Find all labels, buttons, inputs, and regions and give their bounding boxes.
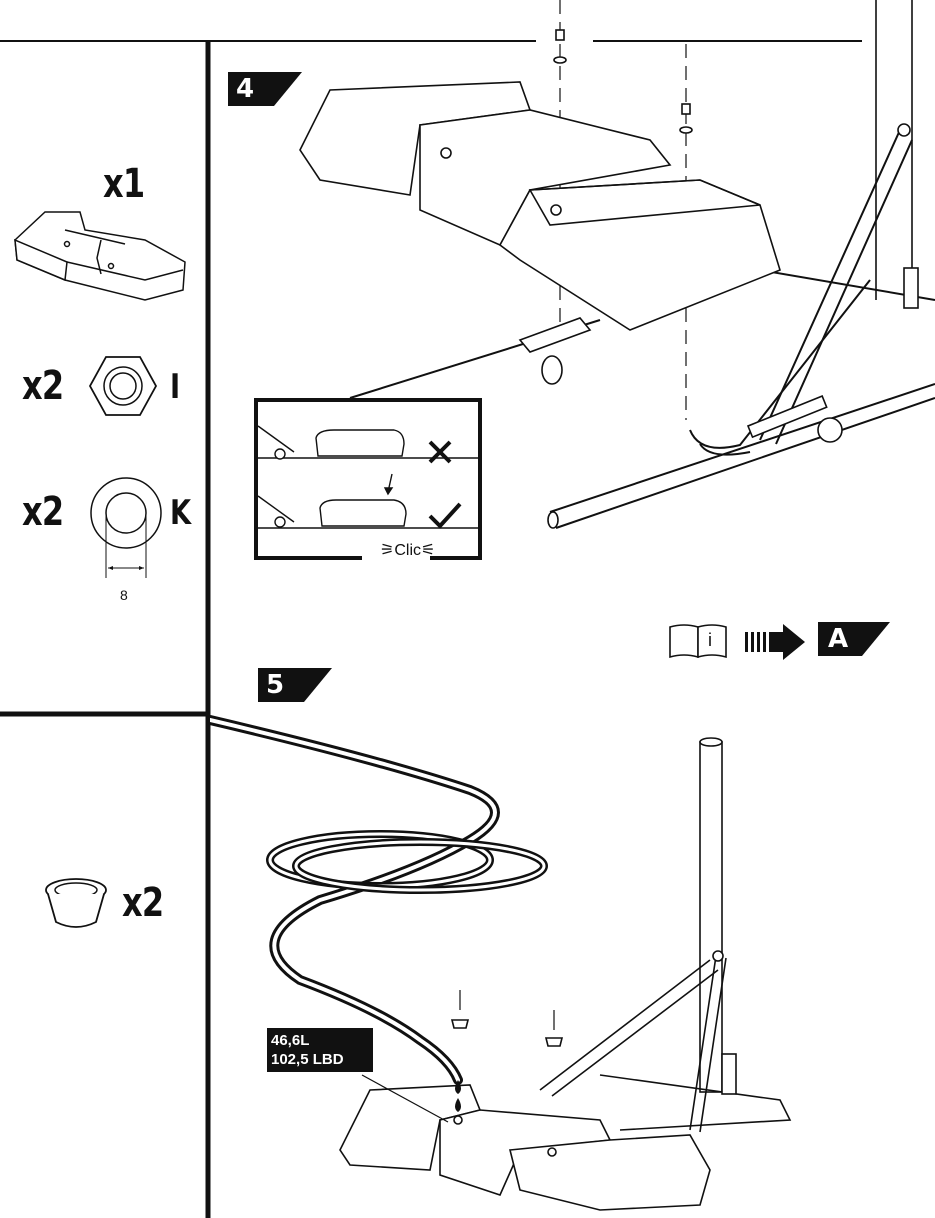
click-label: ⚞Clic⚟ [380,540,435,560]
step-5-filling-illustration [210,700,935,1218]
fill-volume-lbd: 102,5 LBD [271,1050,369,1069]
go-to-arrow-icon [745,622,807,662]
washer-reference: K [170,496,191,530]
base-quantity: x1 [103,164,144,204]
manual-info-letter: i [708,630,712,651]
water-base-part-illustration [5,200,195,310]
fill-volume-label: 46,6L 102,5 LBD [267,1028,373,1072]
hex-nut-icon [88,355,158,417]
click-detail-inset [254,398,482,562]
step-5-number: 5 [266,670,284,700]
step-5-badge: 5 [258,668,336,702]
cap-quantity: x2 [122,883,163,923]
washer-dimension-label: 8 [120,587,128,603]
nut-quantity: x2 [22,366,63,406]
nut-reference: I [170,370,180,404]
section-a-badge: A [818,622,896,656]
cap-plug-icon [42,876,112,934]
section-a-letter: A [828,624,848,654]
washer-icon [88,476,164,582]
manual-book-icon [668,621,730,659]
fill-volume-liters: 46,6L [271,1031,369,1050]
click-label-text: Clic [394,542,421,559]
washer-quantity: x2 [22,492,63,532]
